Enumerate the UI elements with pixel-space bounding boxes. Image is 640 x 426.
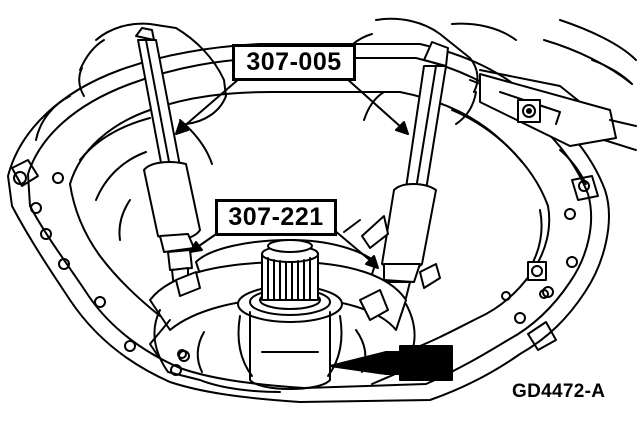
tool-shaft-right xyxy=(381,41,449,313)
input-shaft xyxy=(261,239,319,301)
figure-code: GD4472-A xyxy=(512,381,606,402)
tool-shaft-left xyxy=(135,27,201,297)
flange-bolt xyxy=(527,261,549,299)
callout-tool-307-221: 307-221 xyxy=(215,199,337,236)
leader-arrows xyxy=(175,77,409,269)
callout-tool-307-005: 307-005 xyxy=(232,44,356,81)
mounting-bracket xyxy=(479,19,637,151)
direction-arrow xyxy=(329,345,453,381)
